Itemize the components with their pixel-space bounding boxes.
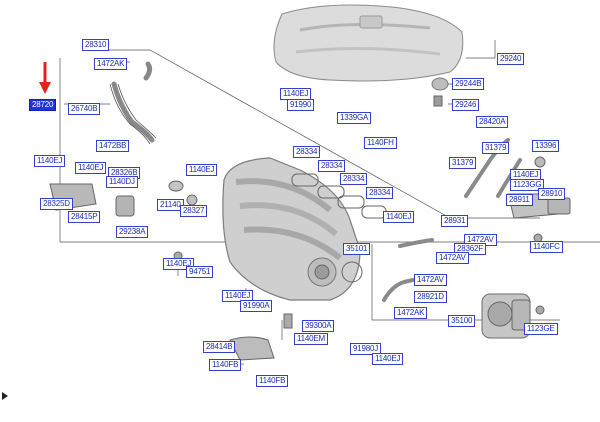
grommet xyxy=(431,77,449,107)
part-label-35100[interactable]: 35100 xyxy=(448,315,476,327)
cursor-icon xyxy=(2,392,8,400)
gaskets xyxy=(291,173,387,283)
part-label-28415p[interactable]: 28415P xyxy=(68,211,101,223)
part-label-1123ge[interactable]: 1123GE xyxy=(524,323,558,335)
part-label-1140em[interactable]: 1140EM xyxy=(294,333,329,345)
part-label-28931[interactable]: 28931 xyxy=(441,215,469,227)
part-label-1140ej[interactable]: 1140EJ xyxy=(383,211,415,223)
part-label-1140ej[interactable]: 1140EJ xyxy=(186,164,218,176)
part-label-1472ak[interactable]: 1472AK xyxy=(94,58,128,70)
engine-cover xyxy=(273,4,464,82)
red-arrow-icon xyxy=(39,62,51,94)
part-label-28325d[interactable]: 28325D xyxy=(40,198,73,210)
part-label-29240[interactable]: 29240 xyxy=(497,53,525,65)
hose-outline xyxy=(109,83,157,145)
part-label-1472ak[interactable]: 1472AK xyxy=(394,307,428,319)
part-label-94751[interactable]: 94751 xyxy=(186,266,214,278)
part-label-29238a[interactable]: 29238A xyxy=(116,226,149,238)
part-label-1140ej[interactable]: 1140EJ xyxy=(34,155,66,167)
part-label-1140ej[interactable]: 1140EJ xyxy=(372,353,404,365)
part-label-35101[interactable]: 35101 xyxy=(343,243,371,255)
part-label-1140fb[interactable]: 1140FB xyxy=(209,359,242,371)
part-label-1472av[interactable]: 1472AV xyxy=(414,274,447,286)
part-label-1472bb[interactable]: 1472BB xyxy=(96,140,130,152)
part-label-1140fb[interactable]: 1140FB xyxy=(256,375,289,387)
part-label-1140dj[interactable]: 1140DJ xyxy=(106,176,138,188)
part-label-91980j[interactable]: 91980J xyxy=(350,343,382,355)
part-label-1140ej[interactable]: 1140EJ xyxy=(75,162,107,174)
part-label-91990[interactable]: 91990 xyxy=(287,99,315,111)
part-label-28334[interactable]: 28334 xyxy=(340,173,368,185)
part-label-28334[interactable]: 28334 xyxy=(366,187,394,199)
part-label-28327[interactable]: 28327 xyxy=(180,205,208,217)
part-label-31379[interactable]: 31379 xyxy=(482,142,510,154)
part-label-1339ga[interactable]: 1339GA xyxy=(337,112,372,124)
part-label-28334[interactable]: 28334 xyxy=(318,160,346,172)
part-label-28921d[interactable]: 28921D xyxy=(414,291,447,303)
part-label-29246[interactable]: 29246 xyxy=(452,99,480,111)
part-label-28910[interactable]: 28910 xyxy=(538,188,566,200)
part-label-28911[interactable]: 28911 xyxy=(506,194,533,206)
part-label-28310[interactable]: 28310 xyxy=(82,39,110,51)
part-label-1140fc[interactable]: 1140FC xyxy=(530,241,563,253)
part-label-28420a[interactable]: 28420A xyxy=(476,116,509,128)
part-label-39300a[interactable]: 39300A xyxy=(302,320,335,332)
part-label-91990a[interactable]: 91990A xyxy=(240,300,273,312)
vacuum-actuator xyxy=(49,180,293,361)
part-label-1123gg[interactable]: 1123GG xyxy=(510,179,545,191)
part-label-26740b[interactable]: 26740B xyxy=(68,103,101,115)
throttle-body xyxy=(481,293,531,339)
part-label-1140fh[interactable]: 1140FH xyxy=(364,137,397,149)
part-label-28334[interactable]: 28334 xyxy=(293,146,321,158)
intake-manifold xyxy=(222,157,361,301)
part-label-1140ej[interactable]: 1140EJ xyxy=(222,290,254,302)
part-label-31379[interactable]: 31379 xyxy=(449,157,477,169)
part-label-13396[interactable]: 13396 xyxy=(532,140,560,152)
part-label-28414b[interactable]: 28414B xyxy=(203,341,236,353)
part-label-1472av[interactable]: 1472AV xyxy=(436,252,469,264)
pcv-hose xyxy=(111,61,155,143)
part-label-28720[interactable]: 28720 xyxy=(29,99,57,111)
part-label-29244b[interactable]: 29244B xyxy=(452,78,485,90)
